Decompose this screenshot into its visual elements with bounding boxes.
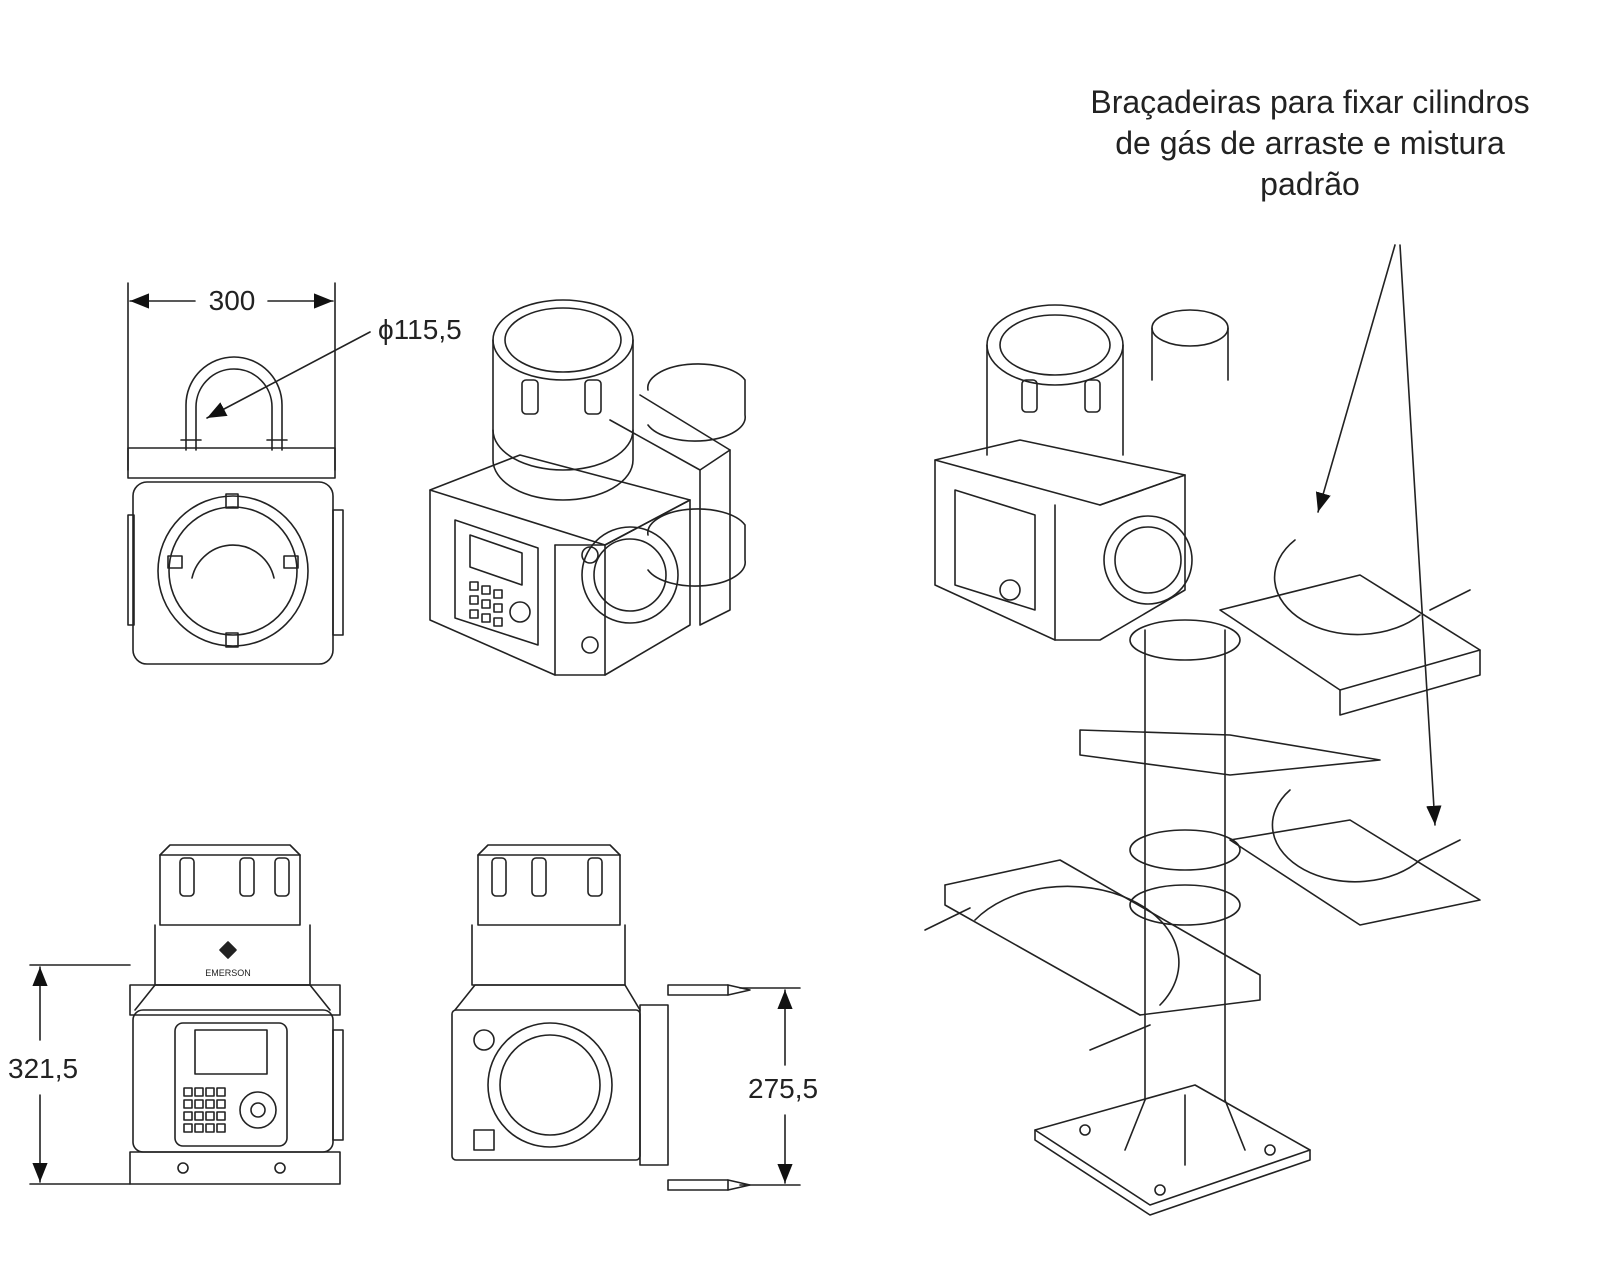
diameter-dimension: ϕ115,5 (378, 314, 462, 345)
clamp-callout: Braçadeiras para fixar cilindros de gás … (1050, 82, 1570, 205)
emerson-logo-text: EMERSON (205, 968, 251, 978)
pedestal-assembly (924, 244, 1481, 1216)
top-view (127, 282, 371, 665)
side-view (451, 844, 801, 1191)
callout-line-1: Braçadeiras para fixar cilindros (1090, 84, 1530, 120)
callout-line-3: padrão (1260, 166, 1360, 202)
bracket-span-dimension: 275,5 (748, 1073, 818, 1104)
front-view (29, 844, 344, 1185)
isometric-view (429, 299, 746, 676)
callout-line-2: de gás de arraste e mistura (1115, 125, 1505, 161)
width-dimension: 300 (209, 285, 256, 316)
height-dimension: 321,5 (8, 1053, 78, 1084)
